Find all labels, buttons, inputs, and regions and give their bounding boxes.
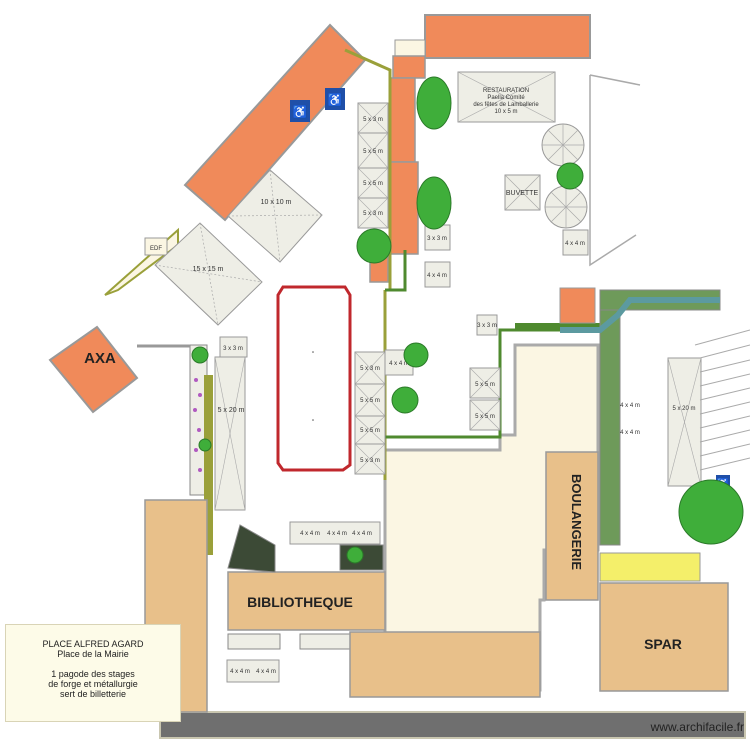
tent-5x20-label: 5 x 20 m [218,407,245,414]
tree-3 [356,228,392,264]
hedge-east [599,294,621,546]
tent-15x15-label: 15 x 15 m [193,266,224,273]
legend-note-3: sert de billetterie [59,689,127,699]
tent-10x10 [227,169,323,263]
buvette-label: BUVETTE [506,190,539,197]
tent-5x5-b-label: 5 x 5 m [363,181,383,187]
tent-4x4-b-label: 4 x 4 m [620,403,640,409]
edf-label: EDF [150,246,162,252]
legend-box: PLACE ALFRED AGARD Place de la Mairie 1 … [5,624,181,722]
svg-text:♿: ♿ [328,93,343,107]
tent-4x4-a-label: 4 x 4 m [427,273,447,279]
tent-3x3-a-label: 3 x 3 m [427,236,447,242]
parking-accessible-icon [325,88,345,110]
garden-bed-1 [227,524,276,573]
tent-3x3-c-label: 3 x 3 m [223,346,243,352]
boulangerie-label: BOULANGERIE [569,474,584,570]
tent-4x4-h-label: 4 x 4 m [352,531,372,537]
tree-9 [346,546,364,564]
legend-title: PLACE ALFRED AGARD [42,639,144,649]
flower-bed-south-2 [299,633,353,650]
restauration-line1: RESTAURATION [483,88,529,94]
building-boulangerie [545,451,599,601]
tent-4x4-c-label: 4 x 4 m [389,361,409,367]
tent-5x5-f-label: 5 x 5 m [475,414,495,420]
tent-5x3-c-label: 5 x 3 m [360,366,380,372]
small-roof-east [559,287,596,324]
tent-5x5-e-label: 5 x 5 m [475,382,495,388]
building-roof-south [349,631,541,698]
tree-4 [556,162,584,190]
green-path-1 [385,250,407,292]
tent-4x4-e-label: 4 x 4 m [565,241,585,247]
accessibility-icon [290,100,310,122]
green-strip [515,323,600,331]
tent-3x3-b-label: 3 x 3 m [477,323,497,329]
tree-10 [198,438,212,452]
building-roof-strip-3 [389,161,419,255]
tree-6 [391,386,419,414]
olive-strip [204,375,213,555]
legend-subtitle: Place de la Mairie [57,649,129,659]
tree-7 [191,346,209,364]
parking-stalls [694,329,750,471]
spar-label: SPAR [644,636,682,652]
tree-1 [416,76,452,130]
axa-label: AXA [84,350,116,367]
tent-4x4-d-label: 4 x 4 m [620,430,640,436]
tent-5x3-d-label: 5 x 3 m [360,458,380,464]
tent-4x4-j-label: 4 x 4 m [256,669,276,675]
tent-5x5-c-label: 5 x 5 m [360,398,380,404]
tent-5x3-b-label: 5 x 3 m [363,211,383,217]
tent-3x3-b [476,314,498,336]
umbrella-1 [541,123,585,167]
curb-top-right [589,74,641,86]
tent-5x3-a-label: 5 x 3 m [363,117,383,123]
legend-note-1: 1 pagode des stages [51,669,135,679]
restauration-line3: des fêtes de Lamballerie [473,102,539,108]
legend-note-2: de forge et métallurgie [48,679,138,689]
tree-8 [678,479,744,545]
curb-right [589,75,637,267]
svg-text:♿: ♿ [293,105,308,119]
tent-4x4-a [424,261,451,288]
tent-4x4-bottom [226,659,280,683]
building-bibliotheque [227,571,386,631]
building-spar [599,582,729,692]
trees [191,76,744,564]
watermark: www.archifacile.fr [650,720,744,734]
tent-5x20-east-label: 5 x 20 m [672,406,695,412]
yellow-strip [599,552,701,582]
building-roof-strip-1 [392,55,426,79]
restauration-line4: 10 x 5 m [494,109,517,115]
tent-5x5-a-label: 5 x 5 m [363,149,383,155]
building-roof-strip-2 [389,77,416,163]
restauration-line2: Paella Comité [487,95,525,101]
tent-column-north [357,102,389,229]
tree-5 [403,342,429,368]
tree-2 [416,176,452,230]
flower-bed-south-1 [227,633,281,650]
tent-10x10-label: 10 x 10 m [261,199,292,206]
bibliotheque-label: BIBLIOTHEQUE [247,594,353,610]
tent-4x4-g-label: 4 x 4 m [327,531,347,537]
tent-4x4-row [289,521,381,545]
tent-5x5-d-label: 5 x 5 m [360,428,380,434]
building-roof-north [424,14,591,59]
tent-4x4-e [562,229,589,256]
tent-column-center [354,351,386,475]
tent-4x4-i-label: 4 x 4 m [230,669,250,675]
road [159,711,746,739]
flower-dots [193,378,202,472]
tent-3x3-a [424,224,451,251]
tent-4x4-f-label: 4 x 4 m [300,531,320,537]
edf-box [144,237,168,256]
umbrella-2 [544,185,588,229]
forge-ring [276,285,352,472]
water-channel [560,297,720,333]
building-axa [48,325,139,414]
